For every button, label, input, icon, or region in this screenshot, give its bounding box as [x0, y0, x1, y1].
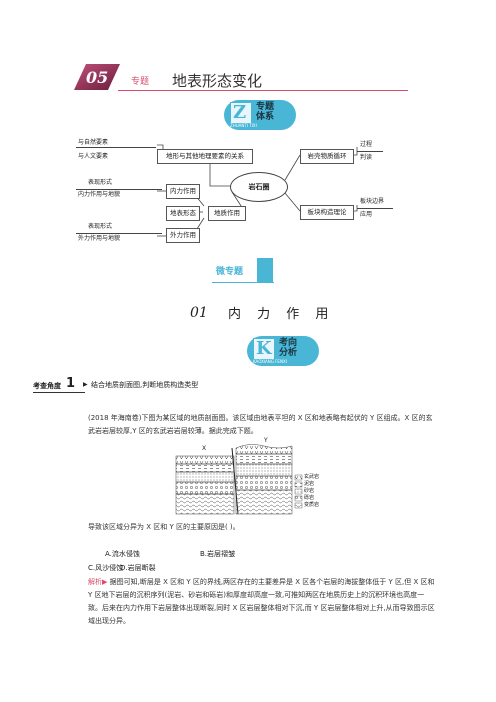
analysis-letter: K	[256, 338, 272, 359]
node-internal-force: 内力作用	[166, 184, 200, 199]
topic-system-badge: Z 专题 体系 ZHUANTI TIXI	[224, 100, 296, 130]
node-terrain-relations: 地形与其他地理要素的关系	[157, 149, 253, 164]
angle-label: 考查角度	[33, 382, 61, 390]
tag-natural: 与自然要素	[78, 139, 109, 146]
center-node: 岩石圈	[230, 172, 288, 202]
tag-judge: 判读	[360, 154, 373, 161]
badge-letter: Z	[233, 102, 247, 123]
analysis-pinyin: KAOXIANG FENXI	[253, 359, 287, 364]
tag-bracket-low	[76, 233, 162, 234]
center-node-label: 岩石圈	[248, 182, 270, 191]
analysis-letter-box	[253, 338, 275, 360]
analysis-block: 解析▶ 据图可知,断层是 X 区和 Y 区的界线,两区存在的主要差异是 X 区各…	[88, 576, 438, 628]
chapter-badge: 05	[72, 62, 122, 92]
option-b: B.岩层褶皱	[200, 550, 236, 558]
analysis-line2: 分析	[279, 348, 298, 358]
analysis-line1: 考向	[279, 338, 298, 348]
page-title: 地表形态变化	[172, 72, 263, 90]
node-geologic-action: 地质作用	[208, 206, 246, 221]
legend-basalt: 玄武岩	[304, 474, 320, 480]
tag-bracket-right-top	[357, 151, 383, 152]
header-underline	[118, 90, 408, 91]
question-intro: (2018 年海南卷)下图为某区域的地质剖面图。该区域由地表平坦的 X 区和地表…	[88, 414, 433, 435]
badge-pinyin: ZHUANTI TIXI	[230, 123, 257, 128]
tag-inner-landform: 内力作用与地貌	[78, 191, 121, 198]
tag-process: 过程	[360, 141, 373, 148]
tag-bracket-top	[76, 147, 156, 148]
tag-human: 与人文要素	[78, 153, 109, 160]
analysis-badge: K 考向 分析 KAOXIANG FENXI	[247, 336, 319, 366]
legend-conglomerate: 砾岩	[304, 495, 315, 501]
tag-form-inner: 表现形式	[88, 179, 113, 186]
angle-underline	[33, 392, 85, 393]
micro-number: 01	[190, 305, 208, 321]
mind-map-connectors	[157, 144, 358, 237]
tag-application: 应用	[360, 211, 373, 218]
question-stem: 导致该区域分异为 X 区和 Y 区的主要原因是( )。	[88, 523, 240, 531]
geologic-section-figure: X Y 玄武岩 泥岩 砂岩 砾岩 变质岩	[174, 437, 324, 516]
option-c: C.风沙侵蚀	[88, 564, 124, 572]
micro-topic-line	[212, 282, 274, 283]
micro-title: 内 力 作 用	[228, 307, 335, 322]
option-d: D.岩层断裂	[120, 564, 156, 572]
badge-letter-box	[230, 102, 252, 124]
node-external-force: 外力作用	[166, 228, 200, 243]
tag-form-outer: 表现形式	[88, 223, 113, 230]
figure-label-y: Y	[264, 437, 268, 444]
legend-metamorphic: 变质岩	[304, 502, 320, 508]
geologic-section-svg	[175, 444, 303, 515]
analysis-label: 解析▶	[88, 578, 108, 586]
node-surface-form: 地表形态	[166, 206, 200, 221]
section-label: 专题	[131, 77, 150, 87]
legend-mudstone: 泥岩	[304, 481, 315, 487]
node-plate-tectonics: 板块构造理论	[300, 205, 354, 220]
tag-plate-boundary: 板块边界	[360, 198, 385, 205]
option-a: A.流水侵蚀	[105, 550, 140, 558]
angle-number: 1	[66, 376, 76, 391]
micro-topic-label: 微专题	[216, 267, 244, 277]
angle-arrow-icon: ▶	[83, 381, 88, 388]
mind-map: 岩石圈 与自然要素 与人文要素 地形与其他地理要素的关系 表现形式 内力作用与地…	[0, 0, 496, 260]
angle-text: 结合地质剖面图,判断地质构造类型	[91, 381, 199, 389]
badge-line2: 体系	[256, 112, 275, 122]
micro-topic-flag	[257, 258, 273, 282]
figure-label-x: X	[202, 445, 207, 452]
analysis-text: 据图可知,断层是 X 区和 Y 区的界线,两区存在的主要差异是 X 区各个岩层的…	[88, 578, 435, 625]
badge-line1: 专题	[256, 102, 275, 112]
tag-bracket-mid	[76, 189, 162, 190]
node-rock-cycle: 岩壳物质循环	[300, 149, 354, 164]
tag-bracket-right-low	[357, 208, 393, 209]
legend-sandstone: 砂岩	[304, 488, 315, 494]
tag-outer-landform: 外力作用与地貌	[78, 235, 121, 242]
chapter-number: 05	[86, 68, 109, 87]
